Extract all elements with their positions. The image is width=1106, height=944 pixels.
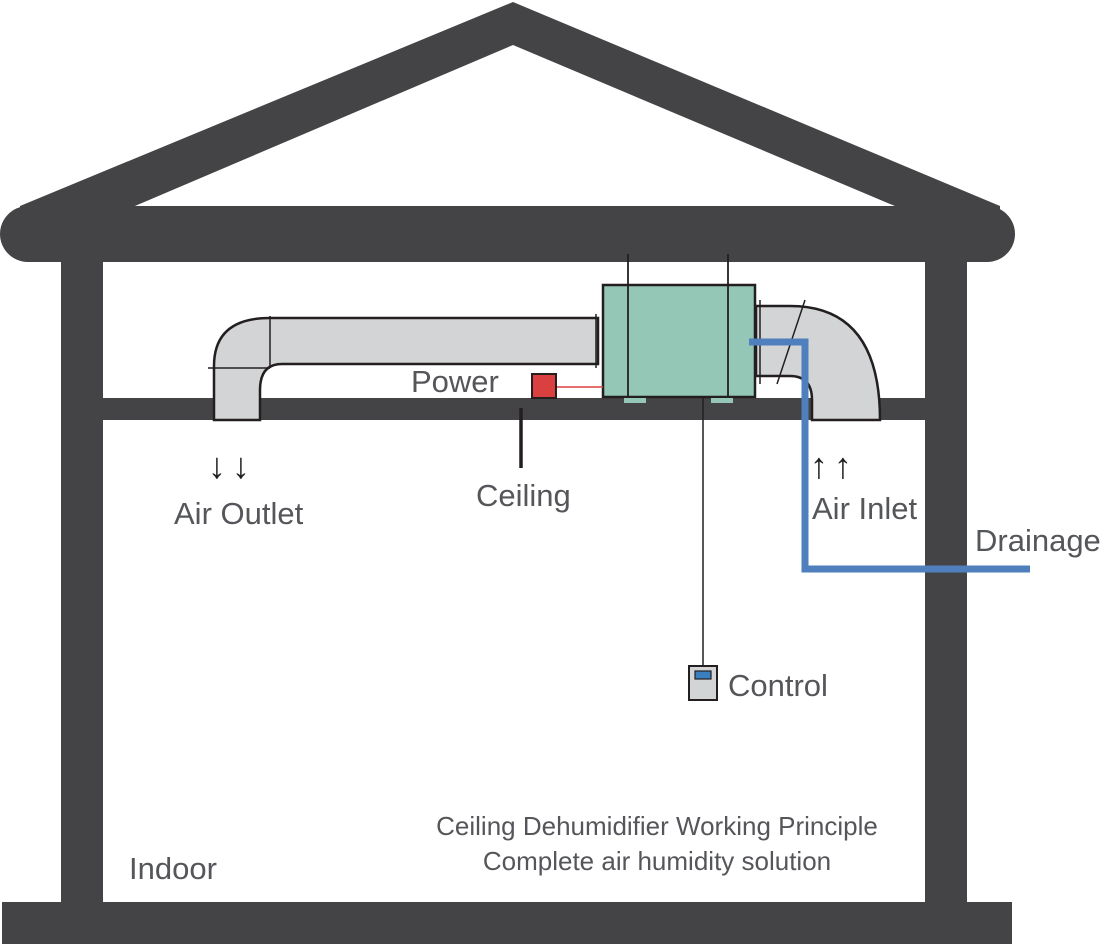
- ceiling-beam: [103, 398, 925, 420]
- outlet-duct: [208, 314, 600, 422]
- floor: [2, 902, 1012, 944]
- dehumidifier-unit: [601, 283, 757, 399]
- indoor-label: Indoor: [129, 851, 217, 886]
- air-inlet-label: Air Inlet: [812, 491, 917, 526]
- diagram-title: Ceiling Dehumidifier Working Principle: [436, 811, 878, 841]
- ceiling-label: Ceiling: [476, 478, 571, 513]
- power-box: [531, 373, 557, 399]
- power-label: Power: [411, 364, 499, 399]
- control-label: Control: [728, 668, 828, 703]
- inlet-arrows: ↑↑: [810, 445, 858, 486]
- controller-screen: [694, 670, 712, 680]
- drainage-label: Drainage: [975, 523, 1101, 558]
- outlet-arrows: ↓↓: [208, 445, 256, 486]
- diagram-subtitle: Complete air humidity solution: [483, 846, 831, 876]
- unit-foot-left: [624, 398, 646, 403]
- house-frame: [0, 2, 1015, 944]
- eave-beam: [0, 206, 1015, 262]
- right-wall: [925, 240, 967, 920]
- drainage-pipe: [749, 338, 1030, 573]
- left-wall: [61, 240, 103, 920]
- unit-foot-right: [711, 398, 733, 403]
- air-outlet-label: Air Outlet: [174, 496, 304, 531]
- roof: [20, 2, 1000, 220]
